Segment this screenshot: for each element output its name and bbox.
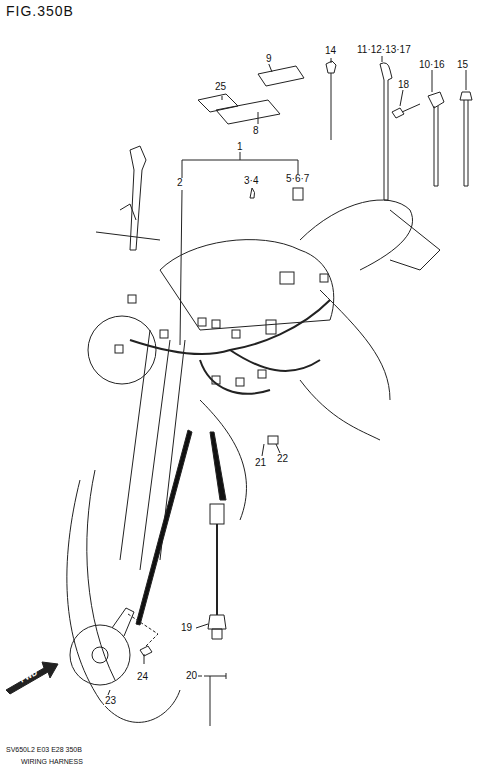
callout-number: 20 — [185, 671, 198, 681]
cable-tie — [460, 92, 472, 186]
callout-number: 10·16 — [418, 60, 446, 70]
callout-number: 2 — [176, 178, 184, 188]
handlebar — [96, 204, 160, 240]
sensor — [208, 615, 226, 639]
callout-number: 21 — [254, 458, 267, 468]
leader-line — [382, 56, 383, 62]
clip-small — [250, 188, 255, 198]
callout-number: 24 — [136, 672, 149, 682]
callout-number: 11·12·13·17 — [356, 45, 412, 55]
fuel-tank — [160, 240, 334, 330]
leader-line — [222, 96, 223, 100]
leader-line — [240, 152, 241, 160]
callout-number: 22 — [276, 454, 289, 464]
leader-line — [108, 690, 110, 695]
horn-center — [92, 647, 108, 663]
sticker — [258, 66, 304, 86]
clip-stem — [331, 73, 332, 140]
callout-number: 8 — [252, 126, 260, 136]
connector — [293, 188, 303, 200]
mirror — [130, 146, 146, 250]
leader-line — [400, 90, 403, 106]
callout-number: 23 — [104, 696, 117, 706]
frame — [300, 290, 390, 440]
leader-line — [262, 444, 264, 456]
engine-outline — [200, 400, 246, 520]
figure-title: FIG.350B — [5, 4, 75, 18]
pointer-wedge — [136, 430, 192, 625]
caption-text: SV650L2 E03 E28 350B — [5, 746, 83, 753]
clamp — [428, 92, 444, 186]
bolt — [140, 646, 152, 664]
leader-line — [276, 444, 280, 453]
cable-tie — [380, 63, 392, 200]
horn-bracket — [112, 608, 134, 636]
leader-line — [258, 112, 259, 124]
callout-number: 3·4 — [243, 176, 259, 186]
leader-line — [432, 70, 433, 92]
sensor-connector — [210, 504, 224, 524]
leader-line — [196, 624, 208, 628]
leader-bracket — [182, 160, 298, 186]
harness-connectors — [115, 272, 328, 444]
wiring-harness — [130, 300, 330, 394]
dashed-line — [128, 614, 158, 646]
callout-number: 9 — [265, 54, 273, 64]
callout-number: 5·6·7 — [285, 174, 310, 184]
callout-number: 18 — [397, 80, 410, 90]
leader-line — [198, 676, 202, 677]
pin — [204, 673, 226, 726]
pointer-wedge — [210, 432, 226, 500]
callout-number: 19 — [180, 623, 193, 633]
leader-line — [331, 58, 332, 63]
seat — [300, 200, 413, 270]
callout-number: 1 — [236, 142, 244, 152]
screw — [392, 104, 420, 118]
fwd-arrow — [6, 662, 58, 694]
front-fender — [87, 470, 115, 680]
leader-line — [180, 190, 182, 345]
callout-number: 14 — [324, 46, 337, 56]
callout-number: 15 — [456, 60, 469, 70]
horn — [70, 625, 130, 685]
front-wheel — [67, 480, 180, 722]
leader-line — [466, 70, 467, 90]
sensor-cable — [216, 524, 218, 615]
rear-fender — [390, 210, 440, 270]
callout-number: 25 — [214, 82, 227, 92]
headlight — [88, 316, 156, 384]
caption-text: WIRING HARNESS — [20, 758, 84, 765]
sticker — [216, 100, 280, 124]
